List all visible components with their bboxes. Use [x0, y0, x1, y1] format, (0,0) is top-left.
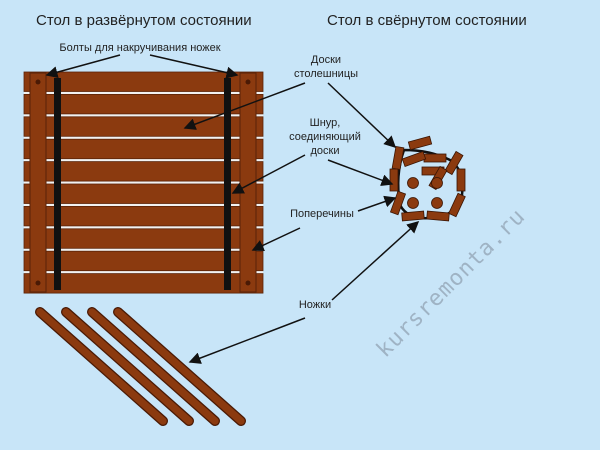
label-cord-line3: доски: [310, 145, 340, 157]
bolt: [35, 280, 41, 286]
label-boards: Доски столешницы: [286, 53, 366, 81]
arrows: [45, 54, 420, 364]
rolled-board: [456, 168, 466, 192]
tabletop-board: [23, 205, 264, 227]
leg: [114, 308, 245, 425]
arrow-legs-left: [188, 317, 306, 364]
arrow-boards-right: [327, 82, 397, 149]
tabletop-board: [23, 228, 264, 249]
rolled-board: [426, 210, 450, 222]
cord: [224, 78, 231, 290]
crossbar: [239, 72, 257, 293]
rolled-board: [401, 150, 427, 168]
bolt: [245, 280, 251, 286]
title-folded: Стол в свёрнутом состоянии: [327, 12, 527, 29]
leg: [62, 308, 193, 425]
label-boards-line1: Доски: [310, 54, 342, 66]
legs: [35, 307, 246, 426]
arrow-crossbars-right: [357, 195, 397, 212]
tabletop-board: [23, 273, 264, 294]
crossbar: [29, 72, 47, 293]
leg: [88, 308, 219, 425]
arrow-boards-left: [183, 82, 306, 130]
arrow-cord-right: [327, 159, 394, 186]
label-cord-line2: соединяющий: [289, 131, 361, 143]
label-bolts: Болты для накручивания ножек: [59, 42, 221, 54]
tabletop-board: [23, 94, 264, 115]
tabletop-board: [23, 138, 264, 160]
bolt: [35, 79, 41, 85]
rolled-board: [389, 168, 399, 192]
label-cord: Шнур, соединяющий доски: [280, 116, 370, 158]
arrow-cord-left: [231, 154, 306, 194]
tabletop-board: [23, 161, 264, 182]
rolled-board: [423, 153, 447, 163]
tabletop-board: [23, 250, 264, 272]
bolt: [245, 79, 251, 85]
rolled-board: [391, 146, 405, 170]
label-cord-line1: Шнур,: [309, 117, 341, 129]
rolled-board: [407, 135, 433, 151]
tabletop-board: [23, 183, 264, 204]
unfolded-table: [23, 71, 264, 294]
folded-table: [389, 135, 466, 222]
rolled-board: [448, 192, 466, 218]
rolled-leg-end: [407, 177, 419, 189]
arrow-crossbars-left: [251, 227, 301, 251]
rolled-leg-end: [431, 177, 443, 189]
label-boards-line2: столешницы: [293, 68, 359, 80]
rolled-leg-end: [431, 197, 443, 209]
cord: [54, 78, 61, 290]
arrow-legs-right: [331, 220, 420, 301]
tabletop-board: [23, 71, 264, 92]
label-crossbars: Поперечины: [290, 208, 354, 220]
arrow-bolt-left: [45, 54, 121, 79]
rolled-leg-end: [407, 197, 419, 209]
rolled-board: [444, 150, 464, 176]
rolled-board: [401, 210, 425, 222]
leg: [36, 308, 167, 425]
arrow-bolt-right: [149, 54, 239, 79]
label-legs: Ножки: [298, 299, 332, 311]
title-unfolded: Стол в развёрнутом состоянии: [36, 12, 252, 29]
